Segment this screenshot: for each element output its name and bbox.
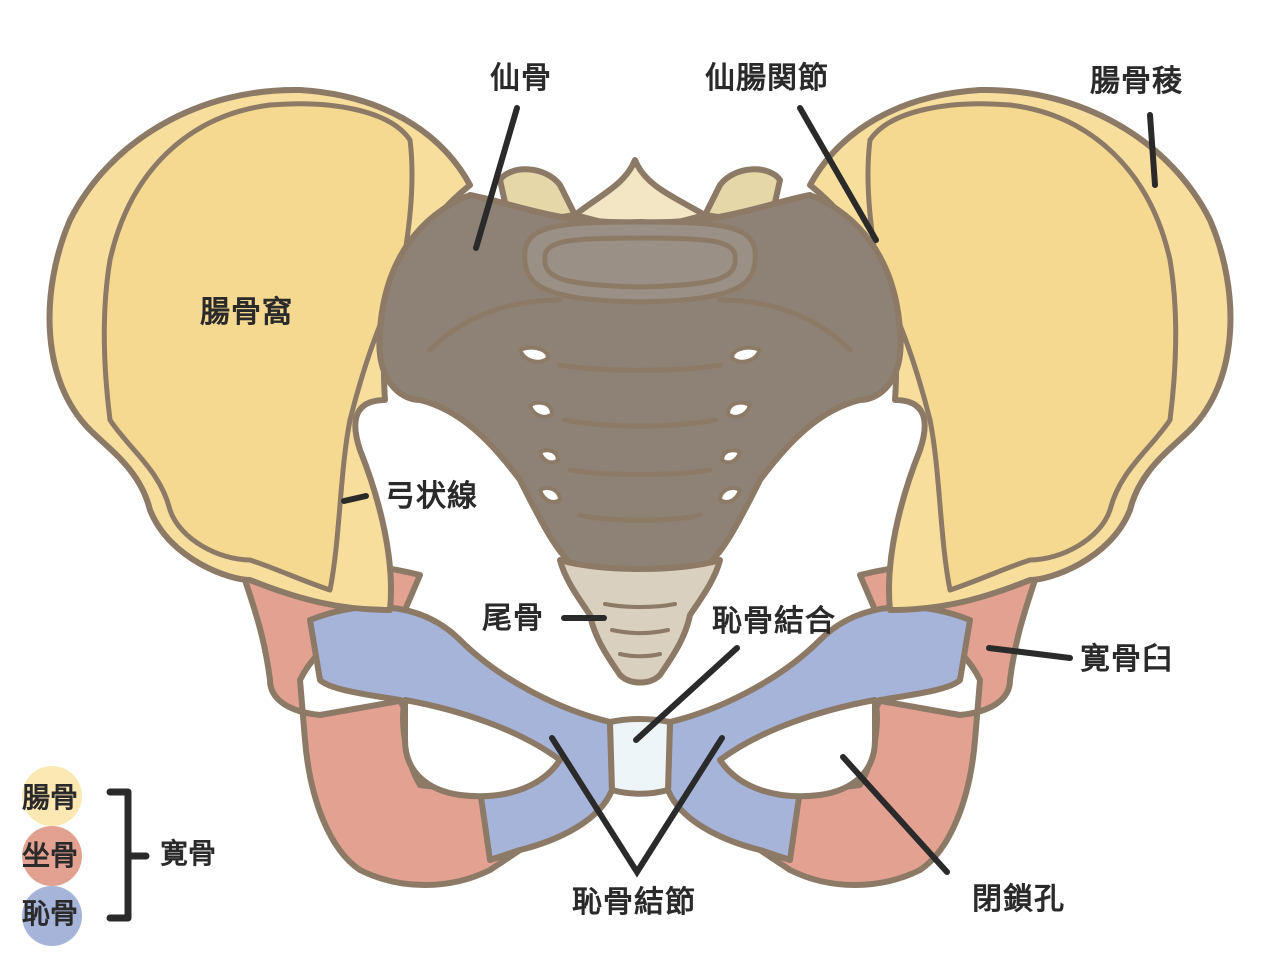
coccyx-line-3 [618, 652, 662, 659]
label-iliac-fossa: 腸骨窩 [200, 295, 293, 330]
coccyx-line-1 [603, 602, 677, 609]
label-coccyx: 尾骨 [482, 601, 544, 636]
leader-sacroiliac [797, 105, 879, 243]
sacral-ridge-2 [557, 362, 723, 373]
leader-acetabulum [986, 645, 1073, 661]
leader-symphysis [633, 645, 740, 743]
sacral-base [522, 219, 758, 305]
coccyx-bone [557, 557, 723, 686]
sacral-foramen-r4 [718, 486, 742, 504]
label-pubic-symphysis: 恥骨結合 [712, 604, 836, 639]
label-sacrum: 仙骨 [490, 61, 552, 96]
coccyx-line-2 [610, 628, 670, 635]
sacral-base-inner [542, 235, 738, 290]
legend-label-pubis: 恥骨 [22, 897, 79, 930]
left-obturator-hole [402, 697, 563, 800]
legend-label-ischium: 坐骨 [22, 839, 79, 872]
label-acetabulum: 寛骨臼 [1080, 642, 1173, 677]
label-iliac-crest: 腸骨稜 [1090, 64, 1183, 99]
right-iliac-fossa [865, 101, 1179, 593]
leader-obturator [840, 754, 950, 875]
sacral-foramen-l1 [518, 345, 550, 364]
sacral-foramen-l4 [538, 486, 562, 504]
label-sacroiliac-joint: 仙腸関節 [705, 61, 829, 96]
sacral-ridge-1 [427, 297, 853, 353]
label-obturator-foramen: 閉鎖孔 [972, 882, 1065, 917]
sacral-foramen-l3 [538, 448, 560, 465]
leader-iliac-crest [1147, 112, 1158, 188]
legend-group-label: 寛骨 [160, 837, 217, 870]
legend-label-ilium: 腸骨 [22, 781, 79, 814]
leader-arcuate [341, 493, 369, 504]
sacral-foramen-r3 [720, 448, 742, 465]
sacral-ridge-4 [567, 467, 713, 477]
legend-dot-pubis [22, 886, 82, 946]
legend-dot-ischium [22, 826, 82, 886]
leader-pubic-tubercle [549, 735, 725, 878]
sacral-foramen-r1 [730, 345, 762, 364]
leader-sacrum [473, 105, 520, 251]
sacrum-spinous [572, 157, 708, 235]
sacrum-body [376, 192, 904, 573]
left-iliac-fossa [101, 101, 415, 593]
sacral-ridge-3 [562, 417, 718, 429]
symphysis-disc [607, 716, 673, 797]
label-arcuate-line: 弓状線 [385, 479, 478, 514]
label-pubic-tubercle: 恥骨結節 [572, 885, 696, 920]
sacral-foramen-r2 [726, 400, 752, 419]
sacral-foramen-l2 [528, 400, 554, 419]
legend-dot-ilium [22, 766, 82, 826]
sacral-ridge-5 [577, 512, 703, 523]
